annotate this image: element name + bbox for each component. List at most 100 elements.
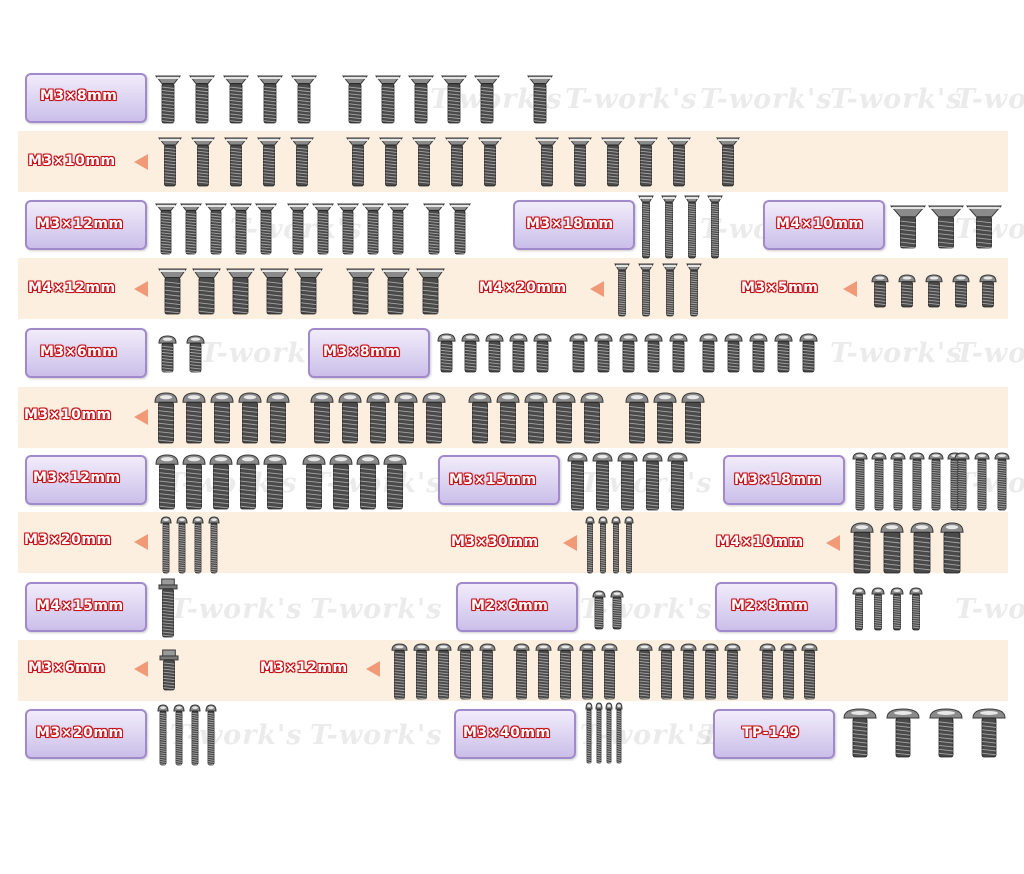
button-head-screw-icon <box>566 452 588 511</box>
button-head-screw-icon <box>460 333 480 373</box>
flat-head-screw-icon <box>204 203 228 255</box>
size-label-box <box>25 709 147 759</box>
size-label: M4×12mm <box>28 280 116 296</box>
button-head-screw-icon <box>643 333 663 373</box>
watermark: T-work's <box>830 84 963 115</box>
size-label: M3×18mm <box>734 472 822 488</box>
flat-head-screw-icon <box>223 137 249 187</box>
button-head-screw-icon <box>412 643 430 700</box>
size-label: M3×5mm <box>741 280 819 296</box>
button-head-screw-icon <box>880 522 904 574</box>
flat-head-screw-icon <box>361 203 385 255</box>
flat-head-screw-icon <box>662 263 678 317</box>
button-head-screw-icon <box>436 333 456 373</box>
flat-head-screw-icon <box>345 137 371 187</box>
button-head-screw-icon <box>338 392 362 444</box>
watermark: T-work's <box>955 338 1024 369</box>
size-label: M2×6mm <box>471 598 549 614</box>
button-head-screw-icon <box>871 274 889 308</box>
pointer-arrow-icon <box>134 154 148 170</box>
flat-head-screw-icon <box>534 137 560 187</box>
size-label-box <box>763 200 885 250</box>
flat-head-screw-icon <box>293 268 323 315</box>
size-label-box <box>25 73 147 123</box>
row-band-2 <box>18 131 1008 192</box>
button-head-screw-icon <box>185 335 205 373</box>
pointer-arrow-icon <box>563 535 577 551</box>
flat-head-screw-icon <box>707 195 723 259</box>
size-label: TP-149 <box>742 725 800 741</box>
flat-head-screw-icon <box>256 75 284 124</box>
flat-head-screw-icon <box>154 203 178 255</box>
button-head-screw-icon <box>890 587 904 631</box>
button-head-screw-icon <box>635 643 653 700</box>
flat-head-screw-icon <box>567 137 593 187</box>
button-head-screw-icon <box>192 516 204 574</box>
button-head-screw-icon <box>585 516 595 574</box>
flat-head-screw-icon <box>191 268 221 315</box>
size-label: M4×10mm <box>716 534 804 550</box>
button-head-screw-icon <box>758 643 776 700</box>
button-head-screw-icon <box>210 392 234 444</box>
flat-head-screw-icon <box>927 205 965 249</box>
flat-head-screw-icon <box>190 137 216 187</box>
size-label: M3×40mm <box>463 725 551 741</box>
flat-head-screw-icon <box>526 75 554 124</box>
button-head-screw-icon <box>366 392 390 444</box>
watermark: T-work's <box>310 594 443 625</box>
size-label-box <box>723 455 845 505</box>
button-head-screw-icon <box>625 392 649 444</box>
button-head-screw-icon <box>356 454 380 510</box>
button-head-screw-icon <box>598 516 608 574</box>
button-head-screw-icon <box>852 452 868 511</box>
button-head-screw-icon <box>310 392 334 444</box>
flat-head-screw-icon <box>154 75 182 124</box>
size-label-box <box>713 709 835 759</box>
button-head-screw-icon <box>657 643 675 700</box>
button-head-screw-icon <box>940 522 964 574</box>
size-label: M3×12mm <box>260 660 348 676</box>
button-head-screw-icon <box>641 452 663 511</box>
flat-head-screw-icon <box>477 137 503 187</box>
button-head-screw-icon <box>773 333 793 373</box>
button-head-screw-icon <box>302 454 326 510</box>
watermark: T-work's <box>700 84 833 115</box>
button-head-screw-icon <box>800 643 818 700</box>
button-head-screw-icon <box>779 643 797 700</box>
button-head-screw-icon <box>974 452 990 511</box>
button-head-screw-icon <box>383 454 407 510</box>
pointer-arrow-icon <box>134 661 148 677</box>
size-label: M4×20mm <box>479 280 567 296</box>
truss-head-screw-icon <box>843 708 877 758</box>
button-head-screw-icon <box>176 516 188 574</box>
size-label-box <box>308 328 430 378</box>
pointer-arrow-icon <box>134 534 148 550</box>
flat-head-screw-icon <box>188 75 216 124</box>
watermark: T-work's <box>170 594 303 625</box>
button-head-screw-icon <box>910 522 934 574</box>
flat-head-screw-icon <box>286 203 310 255</box>
button-head-screw-icon <box>909 587 923 631</box>
button-head-screw-icon <box>154 392 178 444</box>
button-head-screw-icon <box>182 392 206 444</box>
size-label-box <box>456 582 578 632</box>
button-head-screw-icon <box>468 392 492 444</box>
pointer-arrow-icon <box>134 281 148 297</box>
button-head-screw-icon <box>925 274 943 308</box>
watermark: T-work's <box>310 720 443 751</box>
button-head-screw-icon <box>723 333 743 373</box>
size-label: M3×20mm <box>24 532 112 548</box>
button-head-screw-icon <box>593 333 613 373</box>
flat-head-screw-icon <box>380 268 410 315</box>
button-head-screw-icon <box>616 452 638 511</box>
flat-head-screw-icon <box>661 195 677 259</box>
button-head-screw-icon <box>580 392 604 444</box>
button-head-screw-icon <box>595 702 603 764</box>
button-head-screw-icon <box>591 452 613 511</box>
size-label: M4×10mm <box>776 216 864 232</box>
button-head-screw-icon <box>456 643 474 700</box>
truss-head-screw-icon <box>886 708 920 758</box>
size-label-box <box>513 200 635 250</box>
truss-head-screw-icon <box>972 708 1006 758</box>
